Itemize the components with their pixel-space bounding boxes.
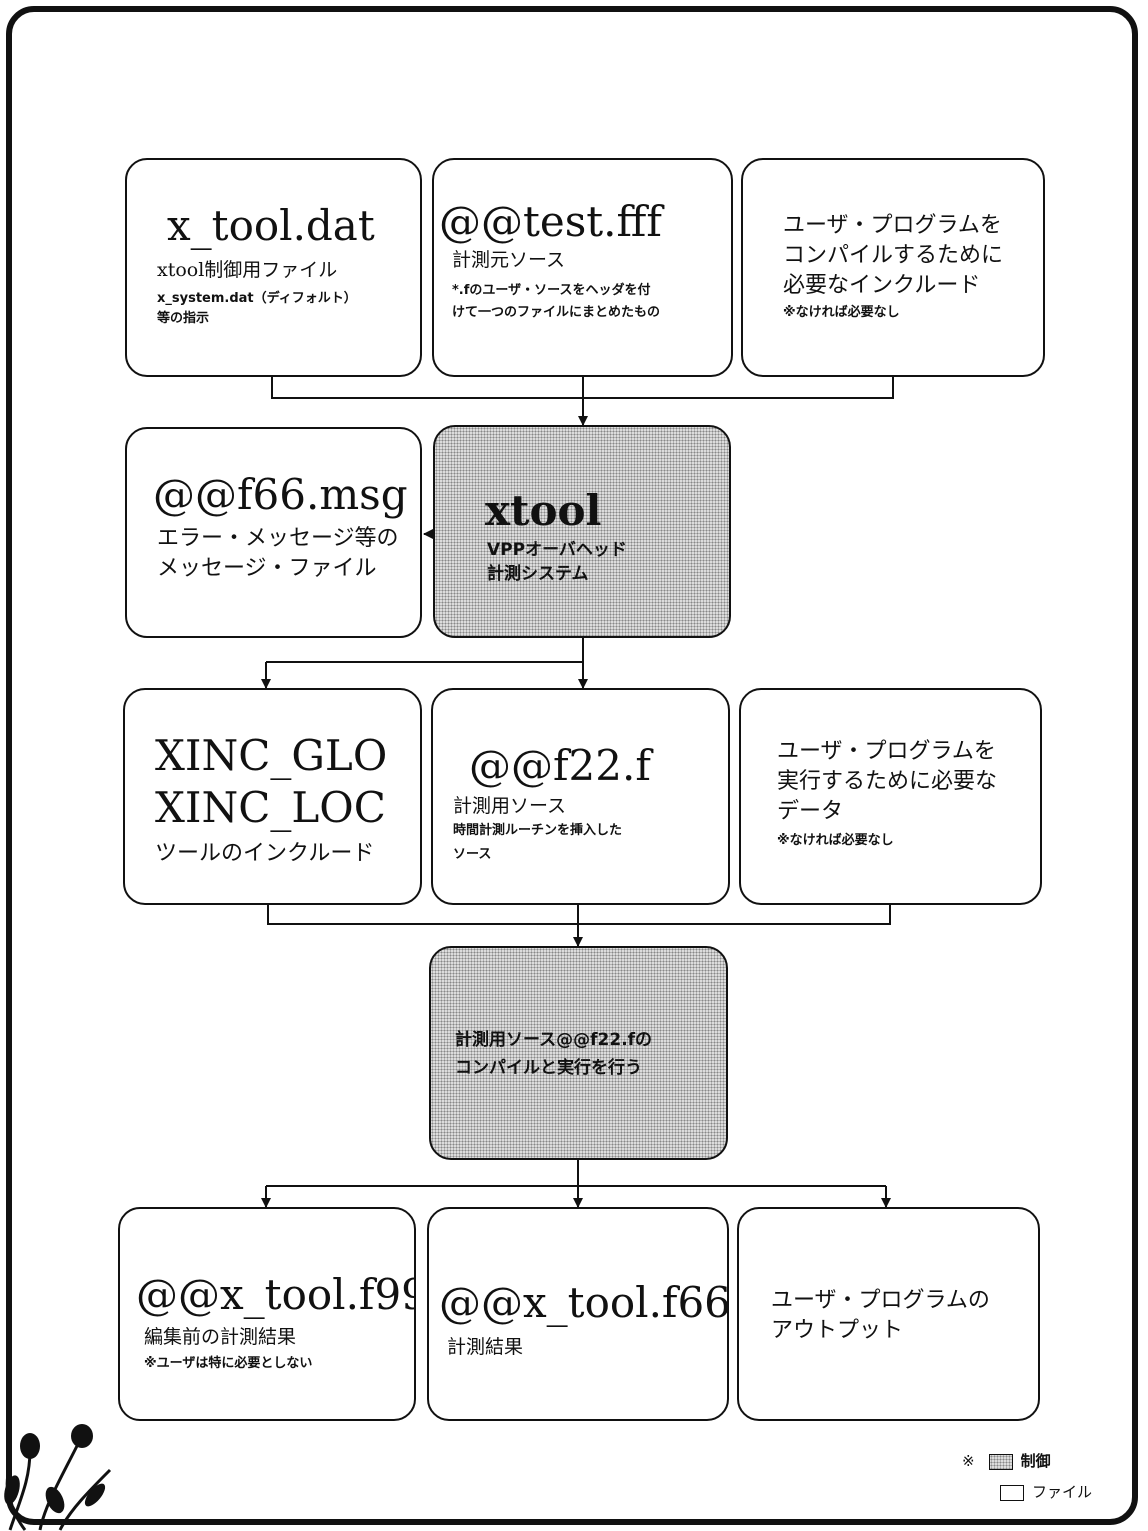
box-line: 計測用ソース@@f22.fの	[455, 1030, 653, 1050]
box-note: *.fのユーザ・ソースをヘッダを付	[452, 283, 651, 298]
legend-control-label: 制御	[1020, 1452, 1051, 1470]
box-subtitle: 計測用ソース	[453, 795, 567, 817]
box-subtitle: 計測元ソース	[452, 249, 566, 271]
box-line: ユーザ・プログラムを	[777, 739, 996, 764]
legend-control: ※ 制御	[962, 1450, 1092, 1471]
box-f66-msg: @@f66.msg エラー・メッセージ等の メッセージ・ファイル	[125, 427, 422, 638]
box-compile-execute-control: 計測用ソース@@f22.fの コンパイルと実行を行う	[429, 946, 728, 1160]
box-subtitle: xtool制御用ファイル	[157, 259, 338, 281]
box-title: x_tool.dat	[167, 201, 375, 250]
box-note: けて一つのファイルにまとめたもの	[452, 305, 661, 320]
box-note: 等の指示	[157, 311, 210, 326]
box-x-tool-f66: @@x_tool.f66 計測結果	[427, 1207, 729, 1421]
box-title: @@x_tool.f99	[136, 1270, 416, 1319]
box-x-tool-f99: @@x_tool.f99 編集前の計測結果 ※ユーザは特に必要としない	[118, 1207, 416, 1421]
box-note: ※なければ必要なし	[783, 305, 900, 320]
box-note: x_system.dat（ディフォルト）	[157, 291, 357, 306]
box-line: コンパイルと実行を行う	[455, 1058, 642, 1078]
legend-file: ファイル	[962, 1481, 1092, 1502]
box-note: ※ユーザは特に必要としない	[144, 1356, 313, 1371]
box-line: XINC_GLO	[155, 731, 388, 780]
box-note: ※なければ必要なし	[777, 833, 894, 848]
box-compile-include: ユーザ・プログラムを コンパイルするために 必要なインクルード ※なければ必要な…	[741, 158, 1045, 377]
box-note: ソース	[453, 847, 492, 862]
box-x-tool-dat: x_tool.dat xtool制御用ファイル x_system.dat（ディフ…	[125, 158, 422, 377]
box-line: メッセージ・ファイル	[157, 556, 377, 581]
box-line: コンパイルするために	[783, 243, 1004, 268]
box-xtool-control: xtool VPPオーバヘッド 計測システム	[433, 425, 731, 638]
plant-illustration	[4, 1424, 112, 1531]
legend-swatch-file	[1000, 1484, 1024, 1501]
box-line: 必要なインクルード	[783, 273, 981, 298]
box-runtime-data: ユーザ・プログラムを 実行するために必要な データ ※なければ必要なし	[739, 688, 1042, 905]
box-line: エラー・メッセージ等の	[157, 526, 399, 551]
page-frame	[6, 6, 1138, 1525]
box-title: @@test.fff	[439, 197, 662, 246]
box-test-fff: @@test.fff 計測元ソース *.fのユーザ・ソースをヘッダを付 けて一つ…	[432, 158, 733, 377]
box-line: アウトプット	[771, 1318, 904, 1343]
box-title: xtool	[485, 486, 602, 535]
box-note: 時間計測ルーチンを挿入した	[453, 823, 623, 838]
legend-swatch-control	[988, 1453, 1013, 1470]
box-subtitle: 計測結果	[447, 1336, 524, 1358]
box-line: データ	[777, 799, 844, 824]
box-line: XINC_LOC	[155, 783, 386, 832]
box-subtitle: ツールのインクルード	[155, 841, 375, 866]
box-line: 実行するために必要な	[777, 769, 998, 794]
legend-file-label: ファイル	[1032, 1483, 1093, 1501]
box-subtitle: 編集前の計測結果	[144, 1326, 297, 1348]
box-line: 計測システム	[487, 564, 589, 584]
box-title: @@f22.f	[469, 741, 651, 790]
box-line: ユーザ・プログラムの	[771, 1288, 990, 1313]
legend: ※ 制御 ファイル	[962, 1450, 1092, 1502]
legend-mark: ※	[962, 1452, 975, 1470]
box-f22-f: @@f22.f 計測用ソース 時間計測ルーチンを挿入した ソース	[431, 688, 730, 905]
box-xinc: XINC_GLO XINC_LOC ツールのインクルード	[123, 688, 422, 905]
box-title: @@f66.msg	[153, 470, 408, 519]
box-line: VPPオーバヘッド	[487, 540, 627, 560]
box-title: @@x_tool.f66	[439, 1278, 729, 1327]
box-user-output: ユーザ・プログラムの アウトプット	[737, 1207, 1040, 1421]
box-line: ユーザ・プログラムを	[783, 213, 1002, 238]
